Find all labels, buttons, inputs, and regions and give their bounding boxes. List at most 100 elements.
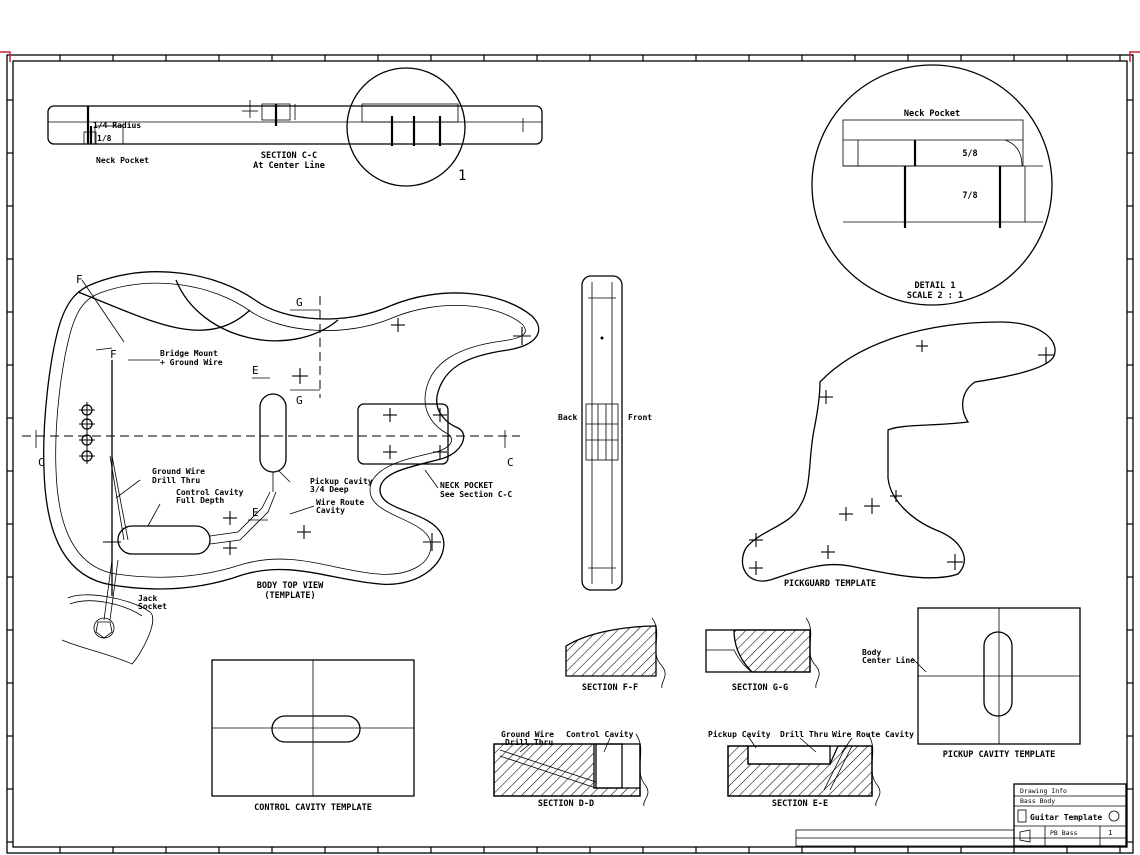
corner-mark [1129,51,1140,62]
marker-e-1: E [252,364,259,377]
string-ferrule-mark [79,402,95,418]
mounting-hole-mark [292,368,308,384]
mounting-hole-mark [864,498,880,514]
section-c-label-a: 1/4 Radius [93,120,141,130]
mounting-hole-mark [223,541,237,555]
mounting-hole-mark [1038,347,1054,363]
border-ticks [7,55,1133,853]
body-top-view: Bridge Mount + Ground Wire Ground Wire D… [22,271,540,665]
body-label-bridge2: + Ground Wire [160,357,223,367]
section-f-title: SECTION F-F [582,683,638,693]
body-label-ground: Ground Wire [152,466,205,476]
section-d-label-a: Ground Wire [501,729,554,739]
title-block: Drawing Info Bass Body Guitar Template P… [795,783,1127,847]
section-f-view: SECTION F-F [565,617,666,693]
string-ferrule-mark [79,432,95,448]
body-label-control2: Full Depth [176,496,224,505]
section-c-label-c: 1/8 [97,134,112,143]
pickup-cavity-label2: Center Line [862,655,915,665]
mounting-hole-mark [433,445,447,459]
detail-callout-number: 1 [458,168,466,184]
hole-marks [79,318,1054,575]
marker-f-2: F [110,348,117,361]
mounting-hole-mark [749,561,763,575]
mounting-hole-mark [839,507,853,521]
marker-c-1: C [38,456,45,469]
detail-1-scale: SCALE 2 : 1 [907,291,963,301]
body-label-route2: Cavity [316,505,345,515]
section-c-title: SECTION C-C [261,151,317,161]
mounting-hole-mark [383,445,397,459]
section-e-label-a: Pickup Cavity [708,729,771,739]
section-e-title: SECTION E-E [772,799,828,809]
pickup-cavity-label: Body [862,648,881,657]
side-view: Back Front [558,275,652,591]
section-c-subtitle: At Center Line [253,160,325,171]
pickup-cavity-template: Body Center Line PICKUP CAVITY TEMPLATE [862,607,1081,760]
detail-1-label-low: 7/8 [962,191,977,201]
control-cavity-title: CONTROL CAVITY TEMPLATE [254,803,372,813]
title-block-row2: Bass Body [1020,797,1055,805]
section-e-label-c: Wire Route Cavity [832,729,914,739]
body-label-route: Wire Route [316,497,364,507]
mounting-hole-mark [223,511,237,525]
body-label-ground2: Drill Thru [152,475,200,485]
marker-e-2: E [252,506,259,519]
mounting-hole-mark [297,525,311,539]
detail-1-view: Neck Pocket 5/8 7/8 DETAIL 1 SCALE 2 : 1 [811,64,1053,306]
section-e-label-b: Drill Thru [780,729,828,739]
body-label-pickup2: 3/4 Deep [310,485,349,494]
detail-1-title: DETAIL 1 [915,281,956,291]
body-label-jack: Jack [138,594,157,603]
section-d-title: SECTION D-D [538,799,594,809]
section-g-view: SECTION G-G [705,617,820,693]
body-label-jack2: Socket [138,602,167,611]
section-d-view: Ground Wire Drill Thru Control Cavity SE… [493,729,649,809]
detail-1-label-top: Neck Pocket [904,109,960,119]
marker-f-1: F [76,273,83,286]
mounting-hole-mark [391,318,405,332]
side-label-back: Back [558,413,577,422]
pickup-cavity-title: PICKUP CAVITY TEMPLATE [943,750,1056,760]
side-label-front: Front [628,413,652,422]
mounting-hole-mark [916,340,928,352]
mounting-hole-mark [749,533,763,547]
mounting-hole-mark [513,327,531,345]
mounting-hole-mark [947,554,963,570]
section-d-label-c: Control Cavity [566,729,634,739]
section-d-label-b: Drill Thru [505,737,553,747]
section-e-view: Pickup Cavity Drill Thru Wire Route Cavi… [708,729,914,809]
mounting-hole-mark [383,408,397,422]
section-g-title: SECTION G-G [732,683,788,693]
control-cavity-template: CONTROL CAVITY TEMPLATE [211,659,415,813]
mounting-hole-mark [821,545,835,559]
string-ferrule-mark [79,448,95,464]
title-block-drawing-no: PB Bass [1050,829,1077,837]
mounting-hole-mark [890,490,902,502]
detail-1-label-mid: 5/8 [962,149,977,159]
body-top-subtitle: (TEMPLATE) [264,591,315,601]
marker-g-2: G [296,394,303,407]
title-block-sheet-no: 1 [1108,829,1112,837]
marker-g-1: G [296,296,303,309]
section-c-label-b: Neck Pocket [96,156,149,165]
sheet-border [0,51,1140,854]
section-c-view: 1 1/4 Radius 1/8 Neck Pocket SECTION C-C… [47,67,543,187]
title-block-row1: Drawing Info [1020,787,1067,795]
string-ferrule-mark [79,416,95,432]
corner-mark [0,51,11,62]
pickguard-template: PICKGUARD TEMPLATE [741,321,1056,589]
mounting-hole-mark [433,408,447,422]
mounting-hole-mark [423,533,441,551]
projection-symbol-icon [1108,810,1120,822]
marker-c-2: C [507,456,514,469]
body-label-neck2: See Section C-C [440,489,512,499]
body-label-bridge: Bridge Mount [160,348,218,358]
title-block-company: Guitar Template [1030,812,1102,822]
mounting-hole-mark [103,533,121,551]
mounting-hole-mark [819,390,833,404]
body-top-title: BODY TOP VIEW [257,581,324,591]
cone-symbol-icon [1019,829,1031,843]
body-label-neck: NECK POCKET [440,481,493,490]
